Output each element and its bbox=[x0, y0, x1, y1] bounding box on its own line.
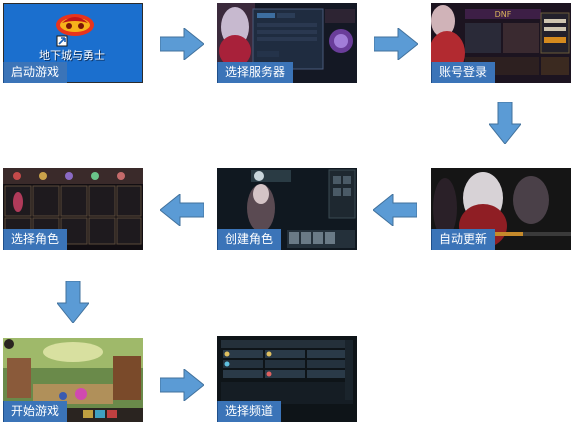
step-select-server: 选择服务器 bbox=[217, 3, 357, 83]
step-caption: 账号登录 bbox=[431, 62, 496, 83]
step-account-login: DNF 账号登录 bbox=[431, 3, 571, 83]
arrow-down-icon bbox=[57, 281, 89, 323]
step-auto-update: 自动更新 bbox=[431, 168, 571, 250]
svg-text:DNF: DNF bbox=[495, 10, 512, 19]
step-caption: 选择频道 bbox=[217, 401, 282, 422]
step-launch-game: 地下城与勇士 启动游戏 bbox=[3, 3, 143, 83]
step-caption: 启动游戏 bbox=[3, 62, 68, 83]
start-game-screenshot bbox=[3, 338, 143, 422]
arrow-right-icon bbox=[160, 28, 204, 60]
step-create-character: 创建角色 bbox=[217, 168, 357, 250]
arrow-left-icon bbox=[373, 194, 417, 226]
step-select-character: 选择角色 bbox=[3, 168, 143, 250]
shortcut-label: 地下城与勇士 bbox=[39, 49, 105, 62]
arrow-down-icon bbox=[489, 102, 521, 144]
step-caption: 开始游戏 bbox=[3, 401, 68, 422]
step-caption: 选择服务器 bbox=[217, 62, 294, 83]
step-caption: 自动更新 bbox=[431, 229, 496, 250]
game-shortcut-icon[interactable] bbox=[55, 9, 95, 47]
arrow-left-icon bbox=[160, 194, 204, 226]
select-character-screenshot bbox=[3, 168, 143, 250]
arrow-right-icon bbox=[374, 28, 418, 60]
server-select-screenshot bbox=[217, 3, 357, 83]
arrow-right-icon bbox=[160, 369, 204, 401]
step-start-game: 开始游戏 bbox=[3, 338, 143, 422]
step-caption: 创建角色 bbox=[217, 229, 282, 250]
step-select-channel: 选择频道 bbox=[217, 336, 357, 422]
step-caption: 选择角色 bbox=[3, 229, 68, 250]
